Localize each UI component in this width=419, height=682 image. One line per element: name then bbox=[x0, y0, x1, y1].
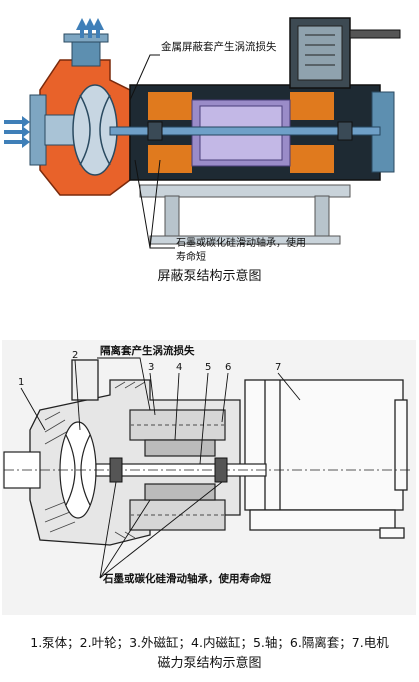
figure2-caption: 磁力泵结构示意图 bbox=[157, 656, 262, 671]
suction-flow-arrows bbox=[4, 116, 30, 148]
magnetic-coupling bbox=[129, 409, 226, 531]
part-label-3: 3 bbox=[148, 362, 154, 373]
junction-box bbox=[289, 17, 401, 89]
magnetic-pump-figure: 1 2 3 4 5 6 7 隔离套产生涡流损失 石墨或碳化硅滑动轴承，使用寿命短… bbox=[0, 340, 419, 671]
part-label-7: 7 bbox=[275, 362, 281, 373]
part-label-6: 6 bbox=[225, 362, 231, 373]
discharge-flow-arrows bbox=[76, 18, 104, 38]
part-label-4: 4 bbox=[176, 362, 182, 373]
motor bbox=[244, 379, 408, 539]
bearing-note: 石墨或碳化硅滑动轴承，使用寿命短 bbox=[102, 572, 271, 585]
bearing-note-line2: 寿命短 bbox=[176, 250, 206, 263]
bearings bbox=[109, 457, 228, 483]
motor-housing bbox=[109, 84, 395, 181]
canned-pump-diagram: 金属屏蔽套产生涡流损失 石墨或碳化硅滑动轴承，使用 寿命短 bbox=[4, 17, 401, 263]
figure2-legend: 1.泵体；2.叶轮；3.外磁缸；4.内磁缸；5.轴；6.隔离套；7.电机 bbox=[30, 635, 389, 650]
part-label-2: 2 bbox=[72, 350, 78, 361]
figure1-caption: 屏蔽泵结构示意图 bbox=[157, 269, 262, 284]
isolation-sleeve-loss-label: 隔离套产生涡流损失 bbox=[100, 344, 195, 357]
part-label-5: 5 bbox=[205, 362, 211, 373]
part-number-labels: 1 2 3 4 5 6 7 bbox=[18, 350, 281, 388]
leader-lines bbox=[129, 54, 175, 249]
magnetic-pump-diagram: 1 2 3 4 5 6 7 隔离套产生涡流损失 石墨或碳化硅滑动轴承，使用寿命短 bbox=[2, 340, 416, 615]
pump-casing bbox=[29, 33, 131, 196]
figure2-leader-lines bbox=[20, 357, 301, 579]
bearing-note-line1: 石墨或碳化硅滑动轴承，使用 bbox=[176, 236, 306, 249]
casing-hatching bbox=[44, 381, 146, 539]
pump-base bbox=[139, 184, 351, 245]
can-eddy-loss-label: 金属屏蔽套产生涡流损失 bbox=[161, 40, 277, 53]
canned-pump-figure: 金属屏蔽套产生涡流损失 石墨或碳化硅滑动轴承，使用 寿命短 屏蔽泵结构示意图 bbox=[0, 0, 419, 290]
part-label-1: 1 bbox=[18, 377, 24, 388]
